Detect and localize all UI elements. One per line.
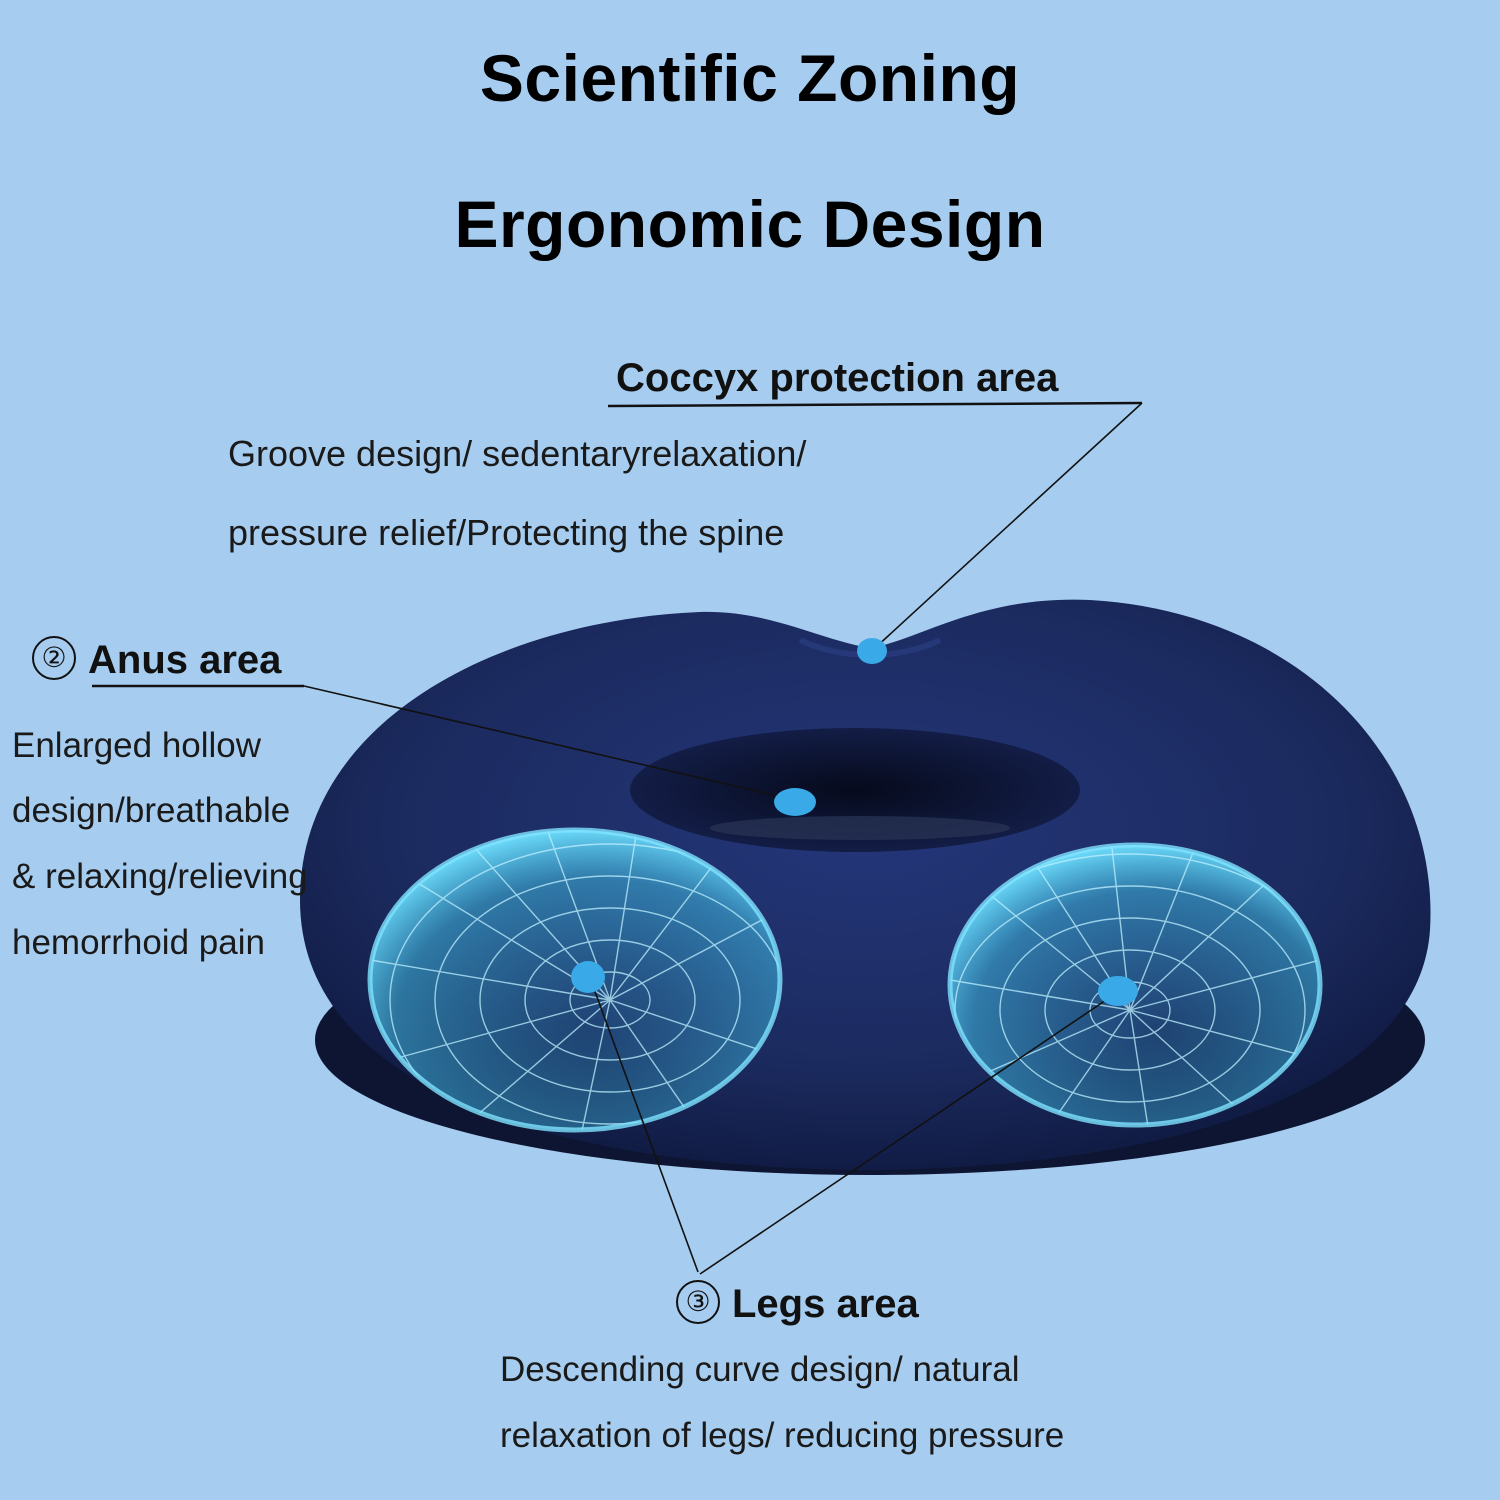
number-3-badge: ③ bbox=[676, 1280, 720, 1325]
legs-heading-row: ③ Legs area bbox=[676, 1280, 919, 1328]
legs-line-1: Descending curve design/ natural bbox=[500, 1350, 1020, 1389]
anus-line-4: hemorrhoid pain bbox=[12, 923, 265, 962]
leader-lines bbox=[92, 401, 1143, 1275]
title-scientific-zoning: Scientific Zoning bbox=[479, 41, 1021, 115]
legs-line-2: relaxation of legs/ reducing pressure bbox=[500, 1416, 1065, 1455]
left-leg-marker bbox=[571, 961, 605, 993]
right-leg-marker bbox=[1098, 976, 1138, 1006]
anus-line-3: & relaxing/relieving bbox=[12, 857, 308, 896]
number-2-badge: ② bbox=[32, 636, 76, 681]
anus-heading: Anus area bbox=[88, 638, 282, 682]
left-leg-leader-line bbox=[589, 977, 699, 1273]
anus-marker bbox=[774, 788, 816, 816]
anus-line-2: design/breathable bbox=[12, 791, 291, 830]
zone-markers bbox=[571, 638, 1138, 1006]
coccyx-underline bbox=[607, 401, 1143, 408]
title-ergonomic-design: Ergonomic Design bbox=[454, 187, 1046, 261]
anus-leader-line bbox=[303, 685, 796, 801]
anus-heading-row: ② Anus area bbox=[32, 636, 282, 684]
coccyx-leader-line bbox=[874, 402, 1143, 649]
coccyx-line-2: pressure relief/Protecting the spine bbox=[228, 512, 785, 553]
anus-line-1: Enlarged hollow bbox=[12, 726, 262, 765]
right-leg-leader-line bbox=[699, 991, 1119, 1275]
coccyx-heading: Coccyx protection area bbox=[616, 356, 1059, 400]
coccyx-line-1: Groove design/ sedentaryrelaxation/ bbox=[228, 433, 807, 474]
coccyx-marker bbox=[857, 638, 887, 664]
legs-heading: Legs area bbox=[732, 1282, 919, 1326]
